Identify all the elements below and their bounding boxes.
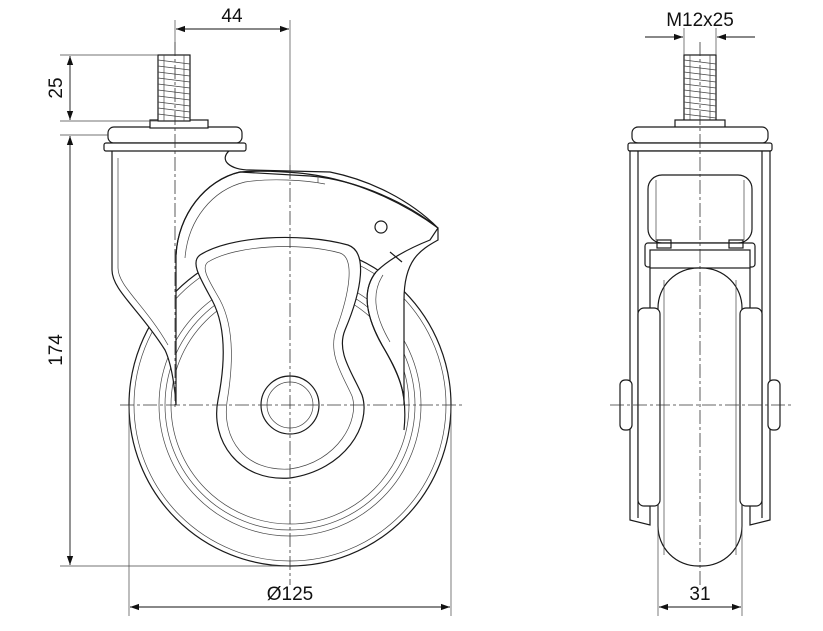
dimension-wheel-diameter: Ø125 — [128, 405, 452, 616]
dim-label-wheel-width: 31 — [689, 584, 710, 605]
fork-housing — [111, 149, 439, 431]
dim-label-thread-length: 25 — [46, 77, 67, 98]
front-view — [610, 42, 792, 585]
dim-label-offset: 44 — [221, 6, 243, 27]
stem-and-plate — [103, 54, 247, 152]
dimension-total-height-174: 174 — [46, 134, 290, 567]
threaded-stem-side — [157, 54, 191, 122]
dimension-thread-spec: M12x25 — [645, 10, 755, 55]
dimension-wheel-width-31: 31 — [657, 505, 743, 616]
dim-label-thread-spec: M12x25 — [666, 10, 734, 31]
housing-cutout — [195, 236, 365, 479]
dim-label-total-height: 174 — [46, 334, 67, 366]
dimension-thread-length-25: 25 — [46, 54, 158, 122]
dim-label-wheel-diameter: Ø125 — [267, 584, 313, 605]
side-view — [103, 42, 465, 585]
dimension-offset-44: 44 — [174, 6, 291, 165]
